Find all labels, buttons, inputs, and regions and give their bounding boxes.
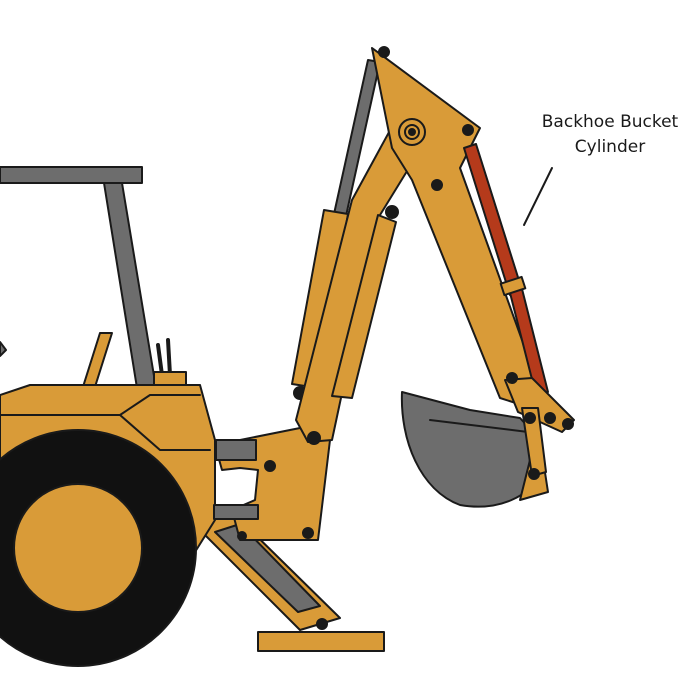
dipper-stick — [371, 46, 541, 406]
rear-wheel — [0, 429, 197, 667]
stabilizer — [189, 509, 385, 652]
bucket-cylinder — [463, 143, 549, 396]
bucket-cylinder-callout: Backhoe Bucket Cylinder — [520, 110, 700, 160]
bucket-linkage — [504, 372, 575, 480]
callout-line-2: Cylinder — [574, 137, 646, 157]
rops-canopy — [0, 166, 157, 389]
swing-frame — [213, 427, 331, 541]
callout-leader-line — [523, 167, 553, 226]
seat-lever — [0, 332, 187, 391]
callout-line-1: Backhoe Bucket — [541, 112, 679, 132]
boom — [295, 111, 421, 445]
